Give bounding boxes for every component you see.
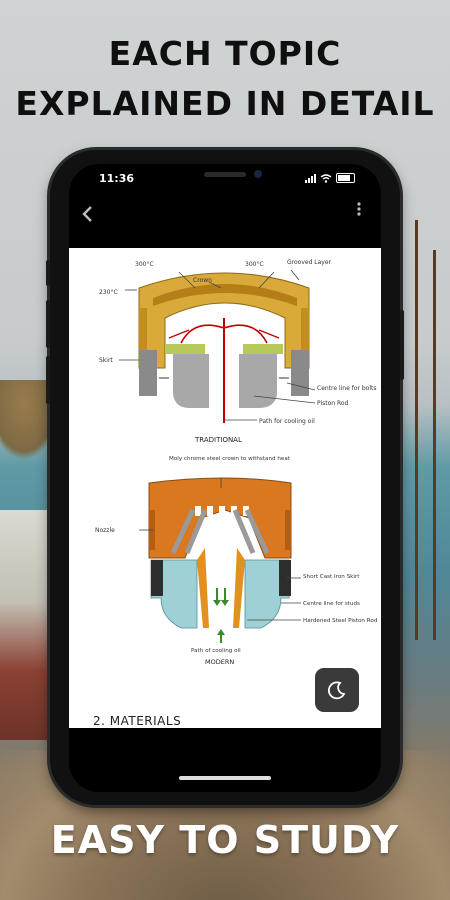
label-temp-left-top: 300°C — [135, 261, 154, 268]
status-bar: 11:36 — [69, 164, 381, 192]
label-short-cast-skirt: Short Cast Iron Skirt — [303, 574, 360, 580]
bottom-area — [69, 728, 381, 792]
app-bar — [69, 192, 381, 248]
promo-headline-line2: EXPLAINED IN DETAIL — [15, 84, 435, 123]
back-button[interactable] — [81, 204, 95, 229]
modern-diagram: Moly chrome steel crown to withstand hea… — [95, 456, 378, 666]
label-skirt: Skirt — [99, 357, 113, 364]
phone-screen: 11:36 — [69, 164, 381, 792]
more-vertical-icon — [357, 202, 361, 216]
label-nozzle: Nozzle — [95, 527, 115, 534]
front-camera — [254, 170, 262, 178]
speaker — [204, 172, 246, 177]
wifi-icon — [320, 173, 332, 183]
battery-icon — [336, 173, 355, 183]
label-temp-left-mid: 230°C — [99, 289, 118, 296]
more-options-button[interactable] — [357, 202, 361, 220]
promo-bottom-text: EASY TO STUDY — [50, 818, 400, 862]
label-piston-rod: Piston Rod — [317, 400, 349, 407]
status-time: 11:36 — [99, 172, 135, 185]
signal-icon — [305, 173, 316, 183]
label-temp-right-top: 300°C — [245, 261, 264, 268]
section-title: 2. MATERIALS — [93, 714, 182, 728]
label-crown: Crown — [193, 277, 212, 284]
label-centre-line-studs: Centre line for studs — [303, 601, 360, 607]
label-path-cooling-oil: Path for cooling oil — [259, 418, 315, 425]
notch — [149, 164, 301, 190]
arrow-left-icon — [82, 206, 92, 222]
label-path-cooling-oil-modern: Path of cooling oil — [191, 648, 241, 654]
moon-icon — [327, 681, 346, 700]
caption-traditional: TRADITIONAL — [194, 436, 242, 444]
status-icons — [305, 173, 355, 183]
lesson-content: 300°C 300°C 230°C Crown Grooved Layer Sk… — [69, 248, 381, 728]
background-ship — [395, 220, 450, 780]
label-hardened-rod: Hardened Steel Piston Rod — [303, 618, 378, 624]
night-mode-button[interactable] — [315, 668, 359, 712]
promo-headline-line1: EACH TOPIC — [108, 34, 342, 73]
caption-modern: MODERN — [205, 658, 234, 666]
piston-diagram: 300°C 300°C 230°C Crown Grooved Layer Sk… — [95, 259, 378, 666]
traditional-diagram: 300°C 300°C 230°C Crown Grooved Layer Sk… — [99, 259, 377, 444]
phone-frame: 11:36 — [46, 150, 404, 805]
label-crown-note: Moly chrome steel crown to withstand hea… — [169, 456, 291, 462]
home-indicator[interactable] — [179, 776, 271, 780]
label-grooved-layer: Grooved Layer — [287, 259, 332, 266]
label-centre-line-bolts: Centre line for bolts — [317, 385, 377, 392]
